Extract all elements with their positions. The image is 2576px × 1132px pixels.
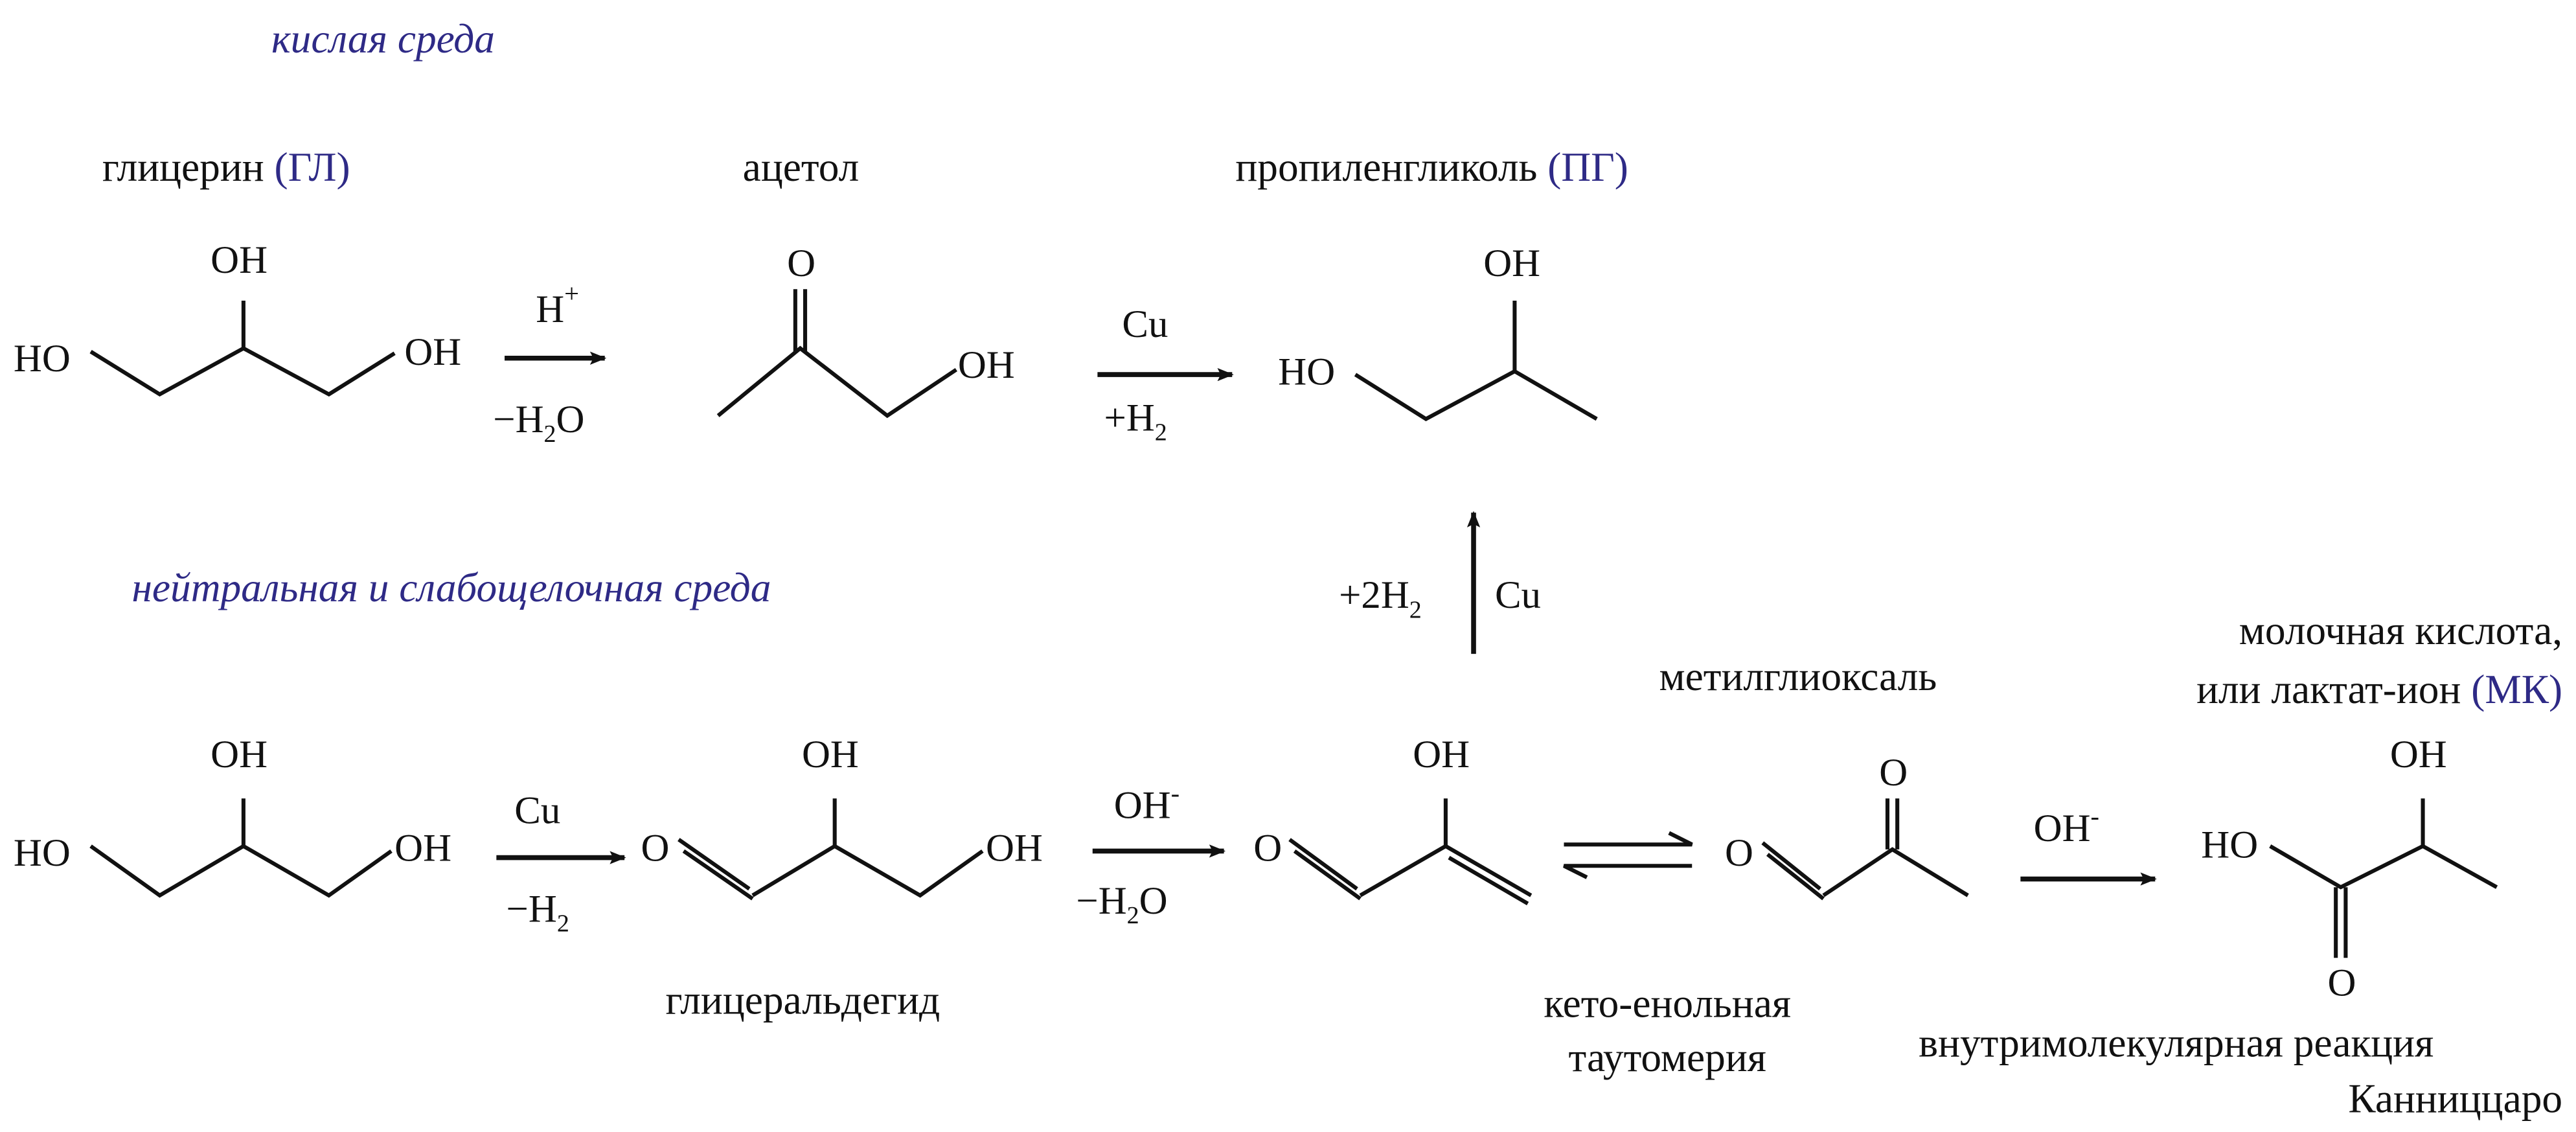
propylene-glycol-structure: OH HO bbox=[1278, 242, 1598, 422]
methylglyoxal-structure: O O bbox=[1725, 751, 1969, 901]
glyceraldehyde-structure: O OH OH bbox=[641, 733, 1043, 901]
svg-text:OH-: OH- bbox=[1114, 778, 1180, 827]
reaction-arrow-methylglyoxal-to-pg: +2H2 Cu bbox=[1339, 511, 1541, 654]
glycerol-name: глицерин (ГЛ) bbox=[102, 144, 350, 190]
svg-text:−H2O: −H2O bbox=[1076, 879, 1167, 929]
acetol-structure: O OH bbox=[716, 242, 1015, 419]
svg-text:HO: HO bbox=[14, 831, 71, 875]
svg-text:OH: OH bbox=[211, 733, 268, 776]
svg-text:OH: OH bbox=[1483, 242, 1540, 285]
reaction-arrow-base-dehydration: OH- −H2O bbox=[1076, 778, 1226, 929]
lactic-acid-name-1: молочная кислота, bbox=[2239, 608, 2562, 653]
lactic-acid-structure: HO OH O bbox=[2201, 733, 2498, 1005]
reaction-arrow-hydrogenation: Cu +H2 bbox=[1097, 303, 1234, 446]
glyceraldehyde-name: глицеральдегид bbox=[666, 977, 940, 1022]
reaction-arrow-dehydration: H+ −H2O bbox=[493, 279, 607, 448]
cannizzaro-label-1: внутримолекулярная реакция bbox=[1919, 1020, 2434, 1065]
svg-text:OH: OH bbox=[404, 330, 461, 374]
glycerol-structure-top: HO OH OH bbox=[14, 238, 461, 397]
svg-text:HO: HO bbox=[14, 337, 71, 380]
svg-text:OH: OH bbox=[986, 827, 1043, 870]
enol-structure: O OH bbox=[1253, 733, 1533, 906]
equilibrium-arrows bbox=[1563, 831, 1693, 879]
svg-text:H+: H+ bbox=[536, 279, 579, 331]
reaction-arrow-cannizzaro: OH- bbox=[2020, 802, 2157, 886]
svg-text:+2H2: +2H2 bbox=[1339, 573, 1422, 623]
svg-text:+H2: +H2 bbox=[1104, 396, 1167, 446]
tautomerism-label-2: таутомерия bbox=[1569, 1035, 1766, 1080]
acetol-name: ацетол bbox=[743, 144, 860, 190]
svg-text:O: O bbox=[1879, 751, 1908, 794]
svg-text:O: O bbox=[641, 827, 669, 870]
svg-text:O: O bbox=[2328, 962, 2356, 1005]
svg-text:OH: OH bbox=[394, 827, 451, 870]
reaction-arrow-dehydrogenation: Cu −H2 bbox=[496, 789, 626, 938]
svg-text:OH: OH bbox=[211, 238, 268, 282]
svg-text:HO: HO bbox=[1278, 350, 1335, 393]
svg-text:OH-: OH- bbox=[2034, 802, 2099, 850]
lactic-acid-name-2: или лактат-ион (МК) bbox=[2196, 667, 2562, 712]
svg-text:Cu: Cu bbox=[1495, 573, 1541, 617]
svg-text:OH: OH bbox=[802, 733, 859, 776]
svg-text:OH: OH bbox=[2390, 733, 2447, 776]
svg-text:O: O bbox=[787, 242, 815, 285]
svg-text:−H2: −H2 bbox=[507, 887, 569, 937]
svg-text:O: O bbox=[1725, 831, 1753, 875]
acidic-condition-label: кислая среда bbox=[271, 16, 495, 62]
svg-text:−H2O: −H2O bbox=[493, 398, 584, 448]
methylglyoxal-name: метилглиоксаль bbox=[1659, 654, 1937, 699]
propylene-glycol-name: пропиленгликоль (ПГ) bbox=[1235, 144, 1628, 190]
svg-text:O: O bbox=[1253, 827, 1282, 870]
tautomerism-label-1: кето-енольная bbox=[1544, 981, 1791, 1026]
neutral-condition-label: нейтральная и слабощелочная среда bbox=[131, 565, 771, 610]
svg-text:HO: HO bbox=[2201, 824, 2258, 867]
svg-text:OH: OH bbox=[1413, 733, 1470, 776]
svg-text:OH: OH bbox=[958, 343, 1015, 387]
svg-text:Cu: Cu bbox=[1122, 303, 1168, 346]
svg-text:Cu: Cu bbox=[514, 789, 560, 832]
cannizzaro-label-2: Канниццаро bbox=[2348, 1076, 2562, 1122]
glycerol-structure-bottom: HO OH OH bbox=[14, 733, 451, 898]
